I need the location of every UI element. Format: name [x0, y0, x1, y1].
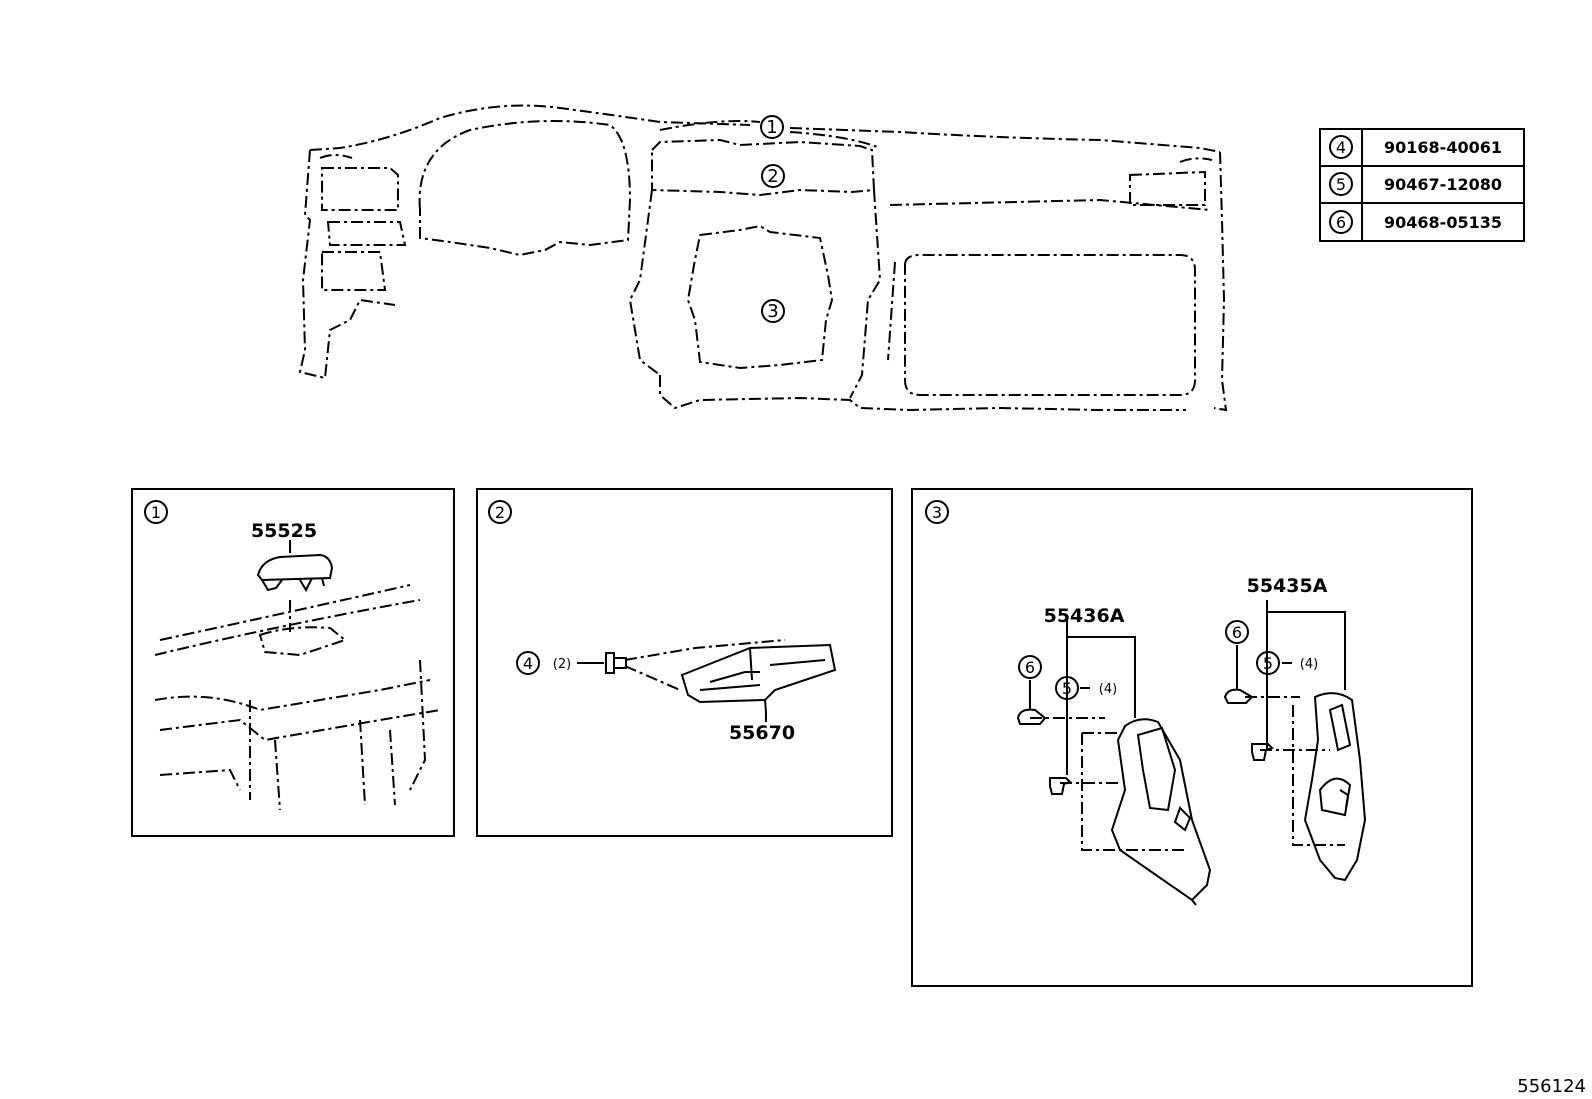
overview-callout-3-circle — [761, 299, 785, 323]
panel1-dashboard-drawing — [154, 584, 441, 811]
table-part-5: 90467-12080 — [1384, 175, 1502, 194]
panel2-fastener-qty: (2) — [553, 657, 571, 672]
panel3-index: 3 — [932, 503, 942, 522]
overview-callout-2: 2 — [767, 166, 778, 187]
overview-callout-2-circle — [761, 164, 785, 188]
panel3-leaders — [1030, 696, 1345, 851]
panel1-cover-part — [256, 540, 334, 593]
table-ref-4-circle — [1329, 135, 1353, 159]
panel2-index: 2 — [495, 503, 505, 522]
table-part-4: 90168-40061 — [1384, 138, 1502, 157]
panel1-part-label: 55525 — [251, 520, 317, 542]
panel2-fastener-ref: 4 — [523, 654, 533, 673]
panel3-left-qty5: (4) — [1099, 682, 1117, 697]
panel2-frame — [476, 488, 893, 837]
panel3-left-part-label: 55436A — [1044, 605, 1125, 627]
panel3-left-assembly — [1016, 620, 1212, 906]
panel2-index-circle — [488, 500, 512, 524]
panel3-left-ref6: 6 — [1025, 658, 1035, 677]
table-ref-6: 6 — [1336, 213, 1346, 232]
overview-callout-1-circle — [760, 115, 784, 139]
panel3-right-ref6: 6 — [1232, 623, 1242, 642]
table-part-6: 90468-05135 — [1384, 213, 1502, 232]
panel1-index: 1 — [151, 503, 161, 522]
panel3-frame — [911, 488, 1473, 987]
panel1-index-circle — [144, 500, 168, 524]
illustration-number: 556124 — [1517, 1076, 1586, 1097]
panel2-parts — [516, 643, 837, 722]
table-ref-5: 5 — [1336, 175, 1346, 194]
panel3-right-assembly — [1223, 600, 1367, 882]
table-ref-4: 4 — [1336, 138, 1346, 157]
panel3-left-ref5: 5 — [1062, 679, 1072, 698]
panel2-leaders — [624, 639, 786, 691]
fastener-table-frame — [1319, 128, 1525, 242]
panel2-part-label: 55670 — [729, 722, 795, 744]
panel1-frame — [131, 488, 455, 837]
overview-callout-3: 3 — [767, 301, 778, 322]
overview-callout-1: 1 — [766, 117, 777, 138]
dashboard-outline — [298, 104, 1228, 412]
panel3-right-qty5: (4) — [1300, 657, 1318, 672]
table-ref-5-circle — [1329, 172, 1353, 196]
panel3-right-part-label: 55435A — [1247, 575, 1328, 597]
panel3-right-ref5: 5 — [1263, 654, 1273, 673]
panel3-index-circle — [925, 500, 949, 524]
table-ref-6-circle — [1329, 210, 1353, 234]
